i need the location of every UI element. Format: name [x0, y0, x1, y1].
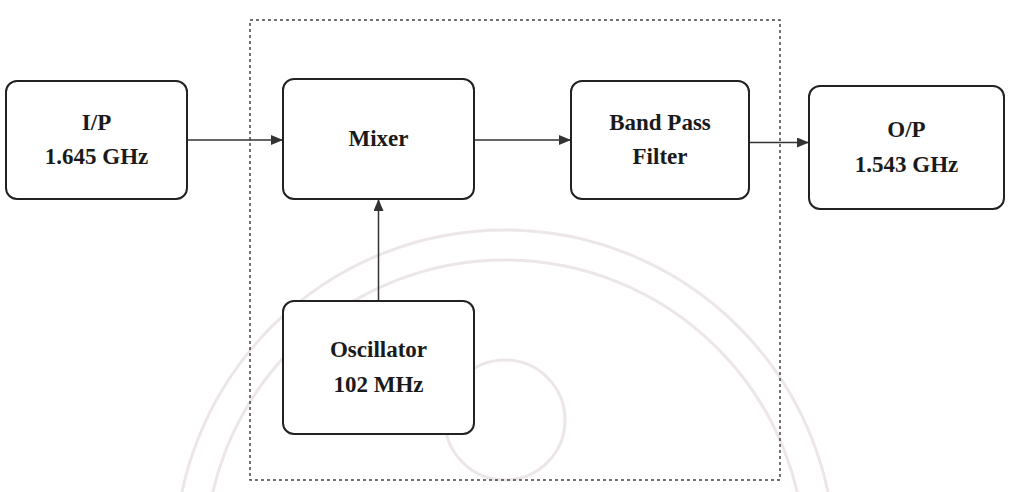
- node-text: Mixer: [348, 122, 408, 157]
- output-box: O/P1.543 GHz: [808, 85, 1005, 210]
- input-box: I/P1.645 GHz: [5, 80, 188, 200]
- node-text: 102 MHz: [333, 368, 423, 403]
- module-boundary: [250, 20, 780, 480]
- node-text: Oscillator: [330, 333, 427, 368]
- node-text: 1.543 GHz: [855, 148, 959, 183]
- mixer-box: Mixer: [282, 78, 475, 200]
- node-text: 1.645 GHz: [45, 140, 149, 175]
- signal-arrow: [188, 139, 282, 141]
- node-text: O/P: [887, 113, 925, 148]
- filter-box: Band Pass Filter: [570, 80, 750, 200]
- signal-arrow: [475, 139, 570, 141]
- node-text: I/P: [82, 106, 111, 141]
- node-text: Band Pass Filter: [582, 106, 738, 175]
- watermark-seal: [175, 230, 835, 492]
- signal-arrow: [378, 200, 380, 300]
- oscillator-box: Oscillator102 MHz: [282, 300, 475, 435]
- signal-arrow: [750, 142, 808, 144]
